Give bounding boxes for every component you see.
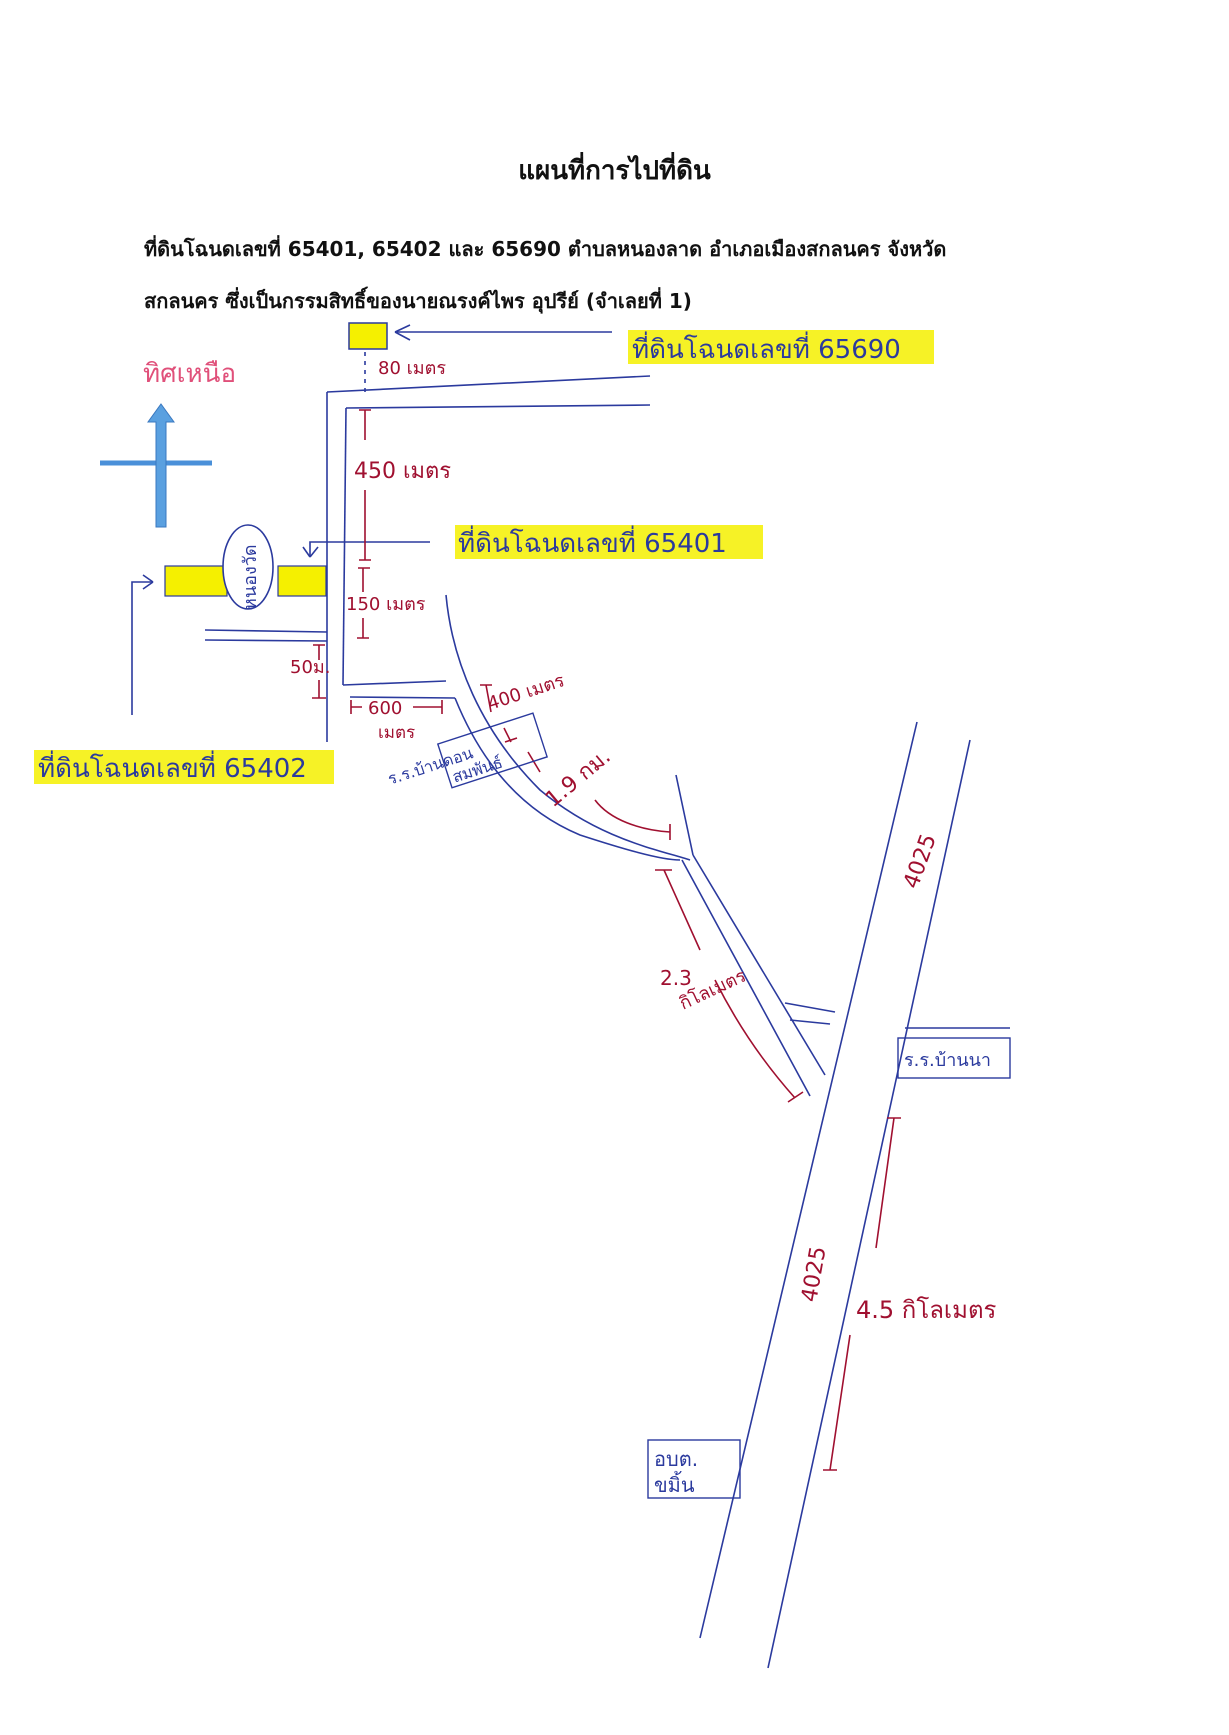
measure-450-top: [359, 409, 371, 440]
page-title: แผนที่การไปที่ดิน: [518, 156, 711, 186]
description-line-1: ที่ดินโฉนดเลขที่ 65401, 65402 และ 65690 …: [144, 237, 947, 261]
diagonal-road-south-edge: [454, 697, 681, 861]
measure-600-right: [413, 700, 443, 714]
highway-4025-east-edge: [767, 739, 971, 1669]
arrow-65401-head: [302, 546, 319, 558]
measure-450-bottom: [359, 490, 371, 561]
highlight-65690: [628, 330, 934, 364]
measure-45-bottom: [823, 1334, 851, 1471]
label-65401: ที่ดินโฉนดเลขที่ 65401: [458, 525, 727, 559]
label-65402: ที่ดินโฉนดเลขที่ 65402: [38, 750, 307, 784]
measurements: [312, 409, 901, 1471]
highway-4025-west-edge: [699, 721, 918, 1639]
highlight-65401: [455, 525, 763, 559]
measure-45-top: [875, 1117, 901, 1249]
arrow-65401: [309, 541, 430, 557]
distance-400: 400 เมตร: [485, 670, 567, 715]
distance-labels: 80 เมตร 450 เมตร 150 เมตร 50ม. 600 เมตร …: [290, 358, 997, 1324]
description-line-2: สกลนคร ซึ่งเป็นกรรมสิทธิ์ของนายณรงค์ไพร …: [144, 289, 692, 313]
west-road-south-edge: [204, 639, 328, 642]
pond-label: หนองวัด: [240, 544, 261, 610]
distance-600-unit: เมตร: [378, 723, 415, 743]
compass: ทิศเหนือ: [100, 359, 236, 528]
parcel-65401: [277, 565, 327, 597]
parcels: หนองวัด: [164, 322, 388, 610]
school-ban-na: ร.ร.บ้านนา: [904, 1050, 991, 1071]
distance-150: 150 เมตร: [346, 594, 426, 615]
highlight-65402: [34, 750, 334, 784]
measure-23-top: [655, 869, 701, 951]
office-line1: อบต.: [654, 1447, 698, 1471]
diagonal-road-north-edge: [445, 594, 691, 861]
measure-19-start: [527, 751, 541, 773]
measure-150-top: [358, 567, 370, 592]
measure-600-left: [350, 700, 362, 714]
office-box: [647, 1439, 741, 1499]
school-ban-don-box: [436, 712, 549, 789]
connector-spur-a: [784, 1002, 836, 1013]
pond-shape: [222, 524, 274, 610]
connector-road-east: [692, 854, 826, 1076]
distance-45: 4.5 กิโลเมตร: [856, 1296, 997, 1324]
measure-50-top: [313, 644, 325, 660]
measure-400-top: [480, 684, 492, 713]
places: ร.ร.บ้านดอน สมพันธ์ ร.ร.บ้านนา อบต. ขมิ้…: [385, 712, 1011, 1499]
north-label: ทิศเหนือ: [143, 359, 236, 389]
west-road-north-edge: [204, 629, 328, 633]
connector-spur-b: [789, 1019, 831, 1025]
parcel-65402: [164, 565, 228, 597]
parcel-labels: ที่ดินโฉนดเลขที่ 65690 ที่ดินโฉนดเลขที่ …: [34, 330, 934, 784]
lower-road-south-edge: [349, 696, 456, 699]
distance-50: 50ม.: [290, 657, 331, 678]
road-east-edge: [342, 407, 347, 686]
spur-road: [675, 774, 694, 856]
lower-road-north-edge: [342, 680, 447, 686]
measure-50-bottom: [312, 680, 326, 699]
arrow-65690-head: [394, 324, 411, 341]
measure-150-bottom: [357, 618, 369, 639]
connector-road-west: [681, 859, 811, 1097]
top-road-north-edge: [326, 375, 651, 393]
label-65690: ที่ดินโฉนดเลขที่ 65690: [632, 331, 901, 365]
top-road-south-edge: [345, 404, 651, 409]
distance-80: 80 เมตร: [378, 358, 446, 379]
arrow-65402-head: [142, 574, 154, 590]
arrow-65402: [131, 581, 153, 715]
office-line2: ขมิ้น: [654, 1471, 695, 1497]
school-ban-na-box: [897, 1037, 1011, 1079]
route-4025-bottom: 4025: [797, 1245, 831, 1304]
distance-19: 1.9 กม.: [541, 744, 616, 813]
distance-450: 450 เมตร: [354, 459, 451, 484]
measure-400-bottom: [503, 727, 518, 743]
route-4025-top: 4025: [899, 831, 942, 892]
measure-23-bottom: [714, 979, 804, 1103]
measure-19-end: [594, 799, 671, 840]
parcel-65690: [348, 322, 388, 350]
north-arrow-icon: [147, 403, 175, 528]
road-network: [131, 324, 1010, 1669]
distance-23-number: 2.3: [660, 966, 692, 990]
distance-600-number: 600: [368, 698, 402, 719]
